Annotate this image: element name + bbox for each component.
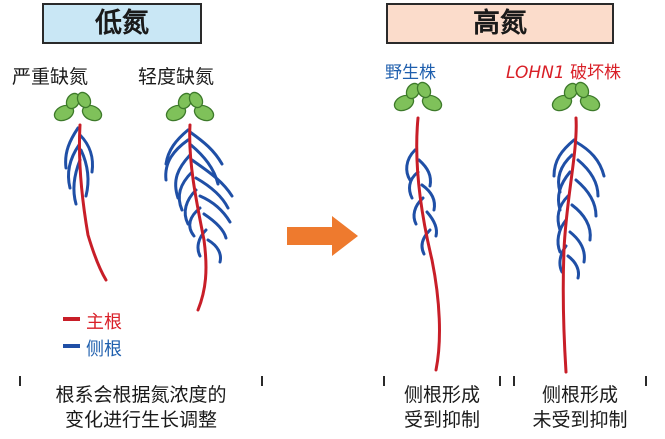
legend-lateral-root-label: 侧根 [86, 339, 122, 360]
plant-lohn1-mutant [549, 79, 606, 374]
low-caption: 根系会根据氮浓度的 变化进行生长调整 [20, 383, 262, 433]
plant-mild-deficiency [163, 89, 234, 312]
plant-severe-deficiency [51, 89, 108, 282]
wild-caption: 侧根形成 受到抑制 [384, 383, 500, 433]
mild-deficiency-label: 轻度缺氮 [138, 66, 215, 88]
mutant-gene-name: LOHN1 [506, 63, 565, 83]
low-caption-line2: 变化进行生长调整 [64, 409, 217, 431]
wild-type-label: 野生株 [385, 63, 436, 83]
mutant-caption-line2: 未受到抑制 [532, 409, 628, 431]
severe-deficiency-label: 严重缺氮 [12, 66, 89, 88]
low-nitrogen-header: 低氮 [42, 3, 202, 44]
mutant-caption: 侧根形成 未受到抑制 [514, 383, 646, 433]
mutant-caption-line1: 侧根形成 [541, 384, 618, 406]
mutant-suffix: 破坏株 [570, 63, 622, 83]
right-arrow-icon [287, 216, 358, 256]
plant-wild-type [391, 79, 445, 372]
low-caption-line1: 根系会根据氮浓度的 [55, 384, 227, 406]
high-nitrogen-header: 高氮 [386, 3, 614, 44]
mutant-label: LOHN1 破坏株 [506, 58, 621, 83]
wild-caption-line2: 受到抑制 [403, 409, 480, 431]
wild-caption-line1: 侧根形成 [403, 384, 480, 406]
legend-main-root-label: 主根 [86, 312, 122, 333]
